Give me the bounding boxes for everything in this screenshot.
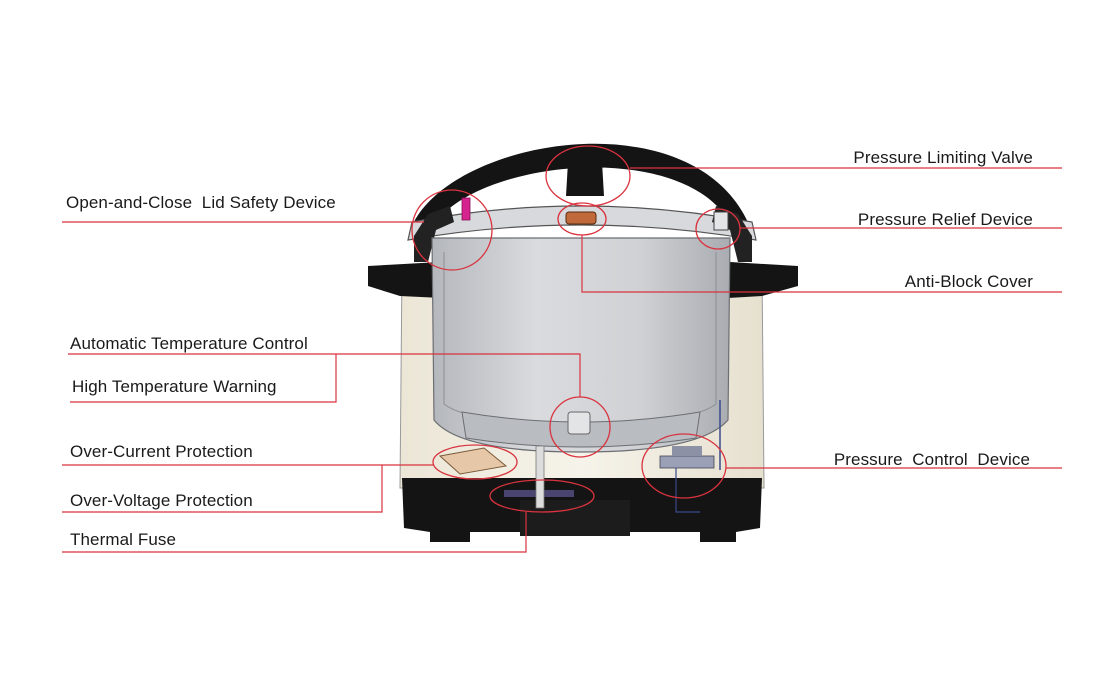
highlight-circles — [411, 145, 741, 513]
leader-anti-block — [581, 235, 1062, 293]
label-lid-safety: Open-and-Close Lid Safety Device — [66, 193, 336, 212]
highlight-pressure-limiting — [545, 145, 631, 207]
over-current-plate — [438, 447, 508, 475]
label-over-current: Over-Current Protection — [70, 442, 253, 461]
pressure-control-part — [659, 400, 721, 513]
label-pressure-relief: Pressure Relief Device — [857, 210, 1033, 229]
cooker-illustration — [368, 143, 798, 542]
leader-temperature — [68, 353, 581, 397]
leader-high-temp — [70, 354, 337, 403]
lid-safety-pin — [461, 197, 471, 221]
left-side-handle — [368, 262, 442, 298]
pressure-limiting-valve-part — [566, 162, 604, 196]
anti-block-cover-part — [565, 211, 597, 225]
leader-lines — [62, 167, 1062, 553]
label-pressure-limiting: Pressure Limiting Valve — [853, 148, 1033, 167]
label-high-temp: High Temperature Warning — [72, 377, 277, 396]
highlight-pressure-control — [641, 433, 727, 499]
label-over-voltage: Over-Voltage Protection — [70, 491, 253, 510]
highlight-over-current — [432, 444, 518, 480]
label-auto-temp: Automatic Temperature Control — [70, 334, 308, 353]
right-side-handle — [728, 262, 798, 298]
temperature-sensor — [567, 411, 591, 435]
carry-handle — [408, 143, 752, 238]
label-thermal-fuse: Thermal Fuse — [70, 530, 177, 549]
highlight-thermal-fuse — [489, 479, 595, 513]
highlight-pressure-relief — [695, 208, 741, 250]
label-pressure-control: Pressure Control Device — [833, 450, 1030, 469]
fuse-wire — [535, 445, 545, 509]
leader-over-voltage — [62, 465, 383, 513]
pressure-relief-part — [713, 211, 729, 231]
label-anti-block: Anti-Block Cover — [904, 272, 1033, 291]
highlight-lid-safety — [411, 189, 493, 271]
leader-thermal-fuse — [62, 512, 527, 553]
left-lid-bracket — [414, 206, 454, 262]
